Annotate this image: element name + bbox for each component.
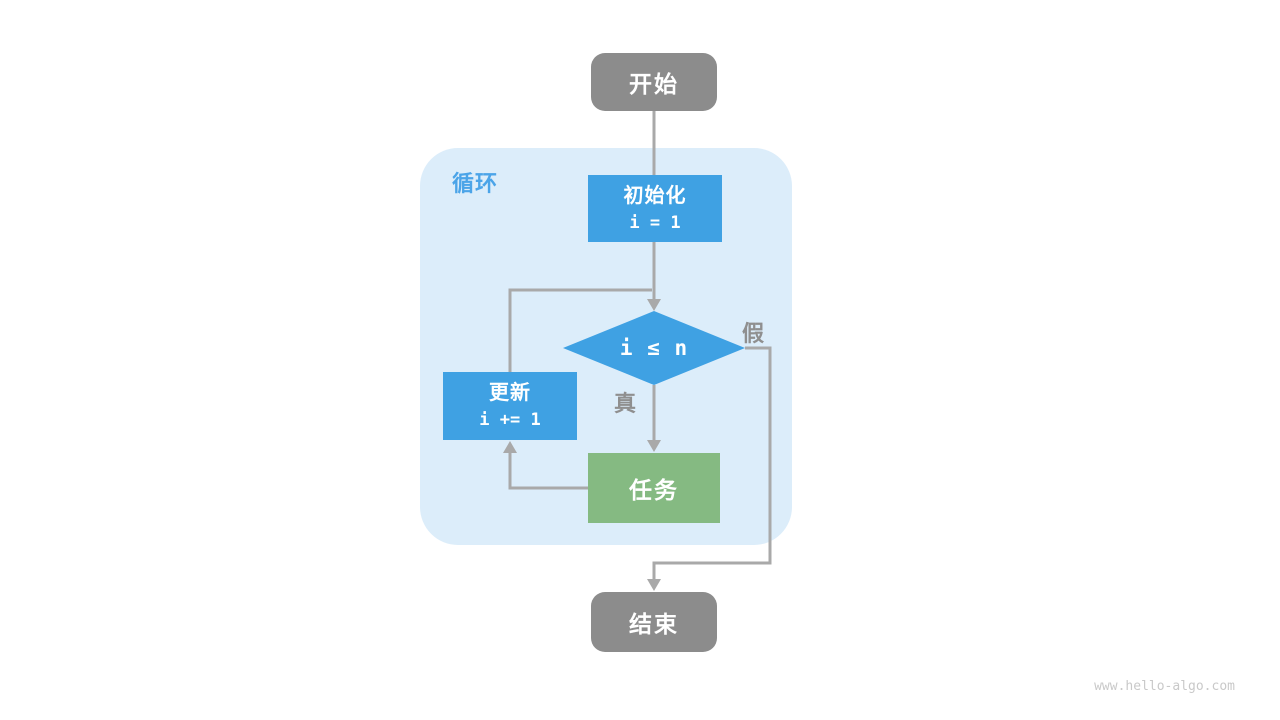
condition-node-label: i ≤ n (619, 336, 689, 360)
branch-label-false: 假 (742, 321, 765, 346)
connector-update-loopback (508, 288, 652, 373)
task-node-label: 任务 (629, 477, 679, 503)
arrowhead-into-end (647, 579, 661, 591)
task-node: 任务 (588, 453, 720, 523)
connector-false-to-end (652, 346, 772, 579)
end-node: 结束 (591, 592, 717, 652)
loop-region-label: 循环 (452, 171, 499, 196)
arrowhead-into-condition (647, 299, 661, 311)
init-node: 初始化 i = 1 (588, 175, 722, 242)
condition-diamond-shape (563, 311, 745, 385)
update-node-code: i += 1 (479, 410, 541, 430)
init-node-code: i = 1 (629, 212, 681, 233)
branch-label-true: 真 (614, 391, 637, 416)
update-node-title: 更新 (489, 382, 531, 404)
update-node: 更新 i += 1 (443, 372, 577, 440)
start-node-label: 开始 (629, 71, 679, 97)
connector-task-to-update (508, 453, 588, 490)
arrowhead-into-task (647, 440, 661, 452)
init-node-title: 初始化 (623, 184, 687, 207)
start-node: 开始 (591, 53, 717, 111)
watermark: www.hello-algo.com (1094, 679, 1235, 694)
end-node-label: 结束 (629, 611, 679, 637)
arrowhead-into-update (503, 441, 517, 453)
